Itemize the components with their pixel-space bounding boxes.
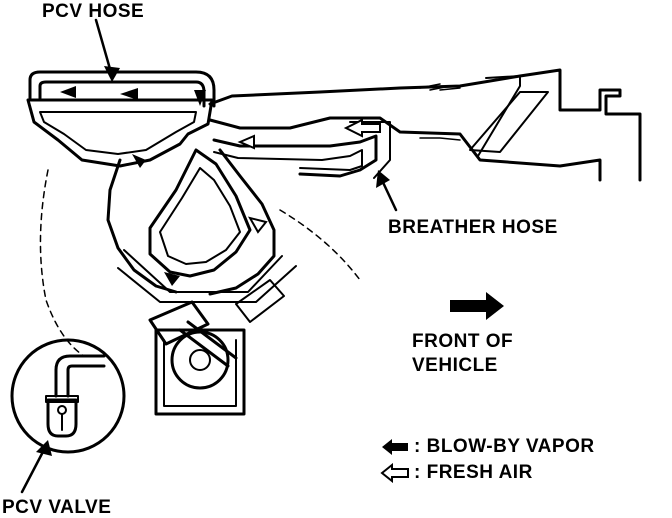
blowby-arrow (194, 90, 206, 106)
fresh-air-arrow (343, 118, 381, 138)
front-of-vehicle-label-line2: VEHICLE (412, 355, 498, 376)
blowby-arrow (132, 154, 146, 168)
pcv-valve-inset (10, 338, 126, 454)
engine-block-right-bank (208, 148, 276, 296)
intake-duct (208, 68, 642, 182)
legend-blowby: : BLOW-BY VAPOR (380, 436, 595, 458)
pcv-hose-leader (94, 18, 114, 78)
outline-arrow-icon (380, 463, 409, 483)
fresh-air-arrow (247, 216, 268, 234)
legend-fresh-air-text: : FRESH AIR (414, 462, 533, 483)
breather-hose-label: BREATHER HOSE (388, 217, 558, 238)
solid-arrow-icon (382, 439, 408, 455)
cylinder-valley (148, 148, 252, 278)
legend-blowby-text: : BLOW-BY VAPOR (414, 436, 595, 457)
fresh-air-arrow (237, 134, 255, 150)
pcv-valve-leader (20, 444, 48, 494)
air-cleaner-duct (469, 91, 549, 153)
pcv-valve-body (46, 398, 78, 438)
blowby-arrow (120, 88, 138, 100)
crankcase (154, 328, 246, 416)
intake-plenum (26, 98, 214, 168)
front-direction-arrow (450, 292, 504, 320)
breather-hose (212, 134, 378, 178)
piston (148, 300, 210, 346)
engine-block-left-bank (106, 158, 178, 294)
engine-outline (39, 169, 85, 357)
pcv-hose-label: PCV HOSE (42, 1, 145, 22)
blowby-arrow (164, 272, 180, 286)
pcv-valve-label: PCV VALVE (2, 497, 112, 518)
pcv-hose (38, 80, 206, 108)
legend-fresh-air: : FRESH AIR (380, 462, 533, 484)
blowby-arrow (60, 86, 76, 98)
front-of-vehicle-label-line1: FRONT OF (412, 331, 514, 352)
connecting-rod (178, 320, 238, 368)
